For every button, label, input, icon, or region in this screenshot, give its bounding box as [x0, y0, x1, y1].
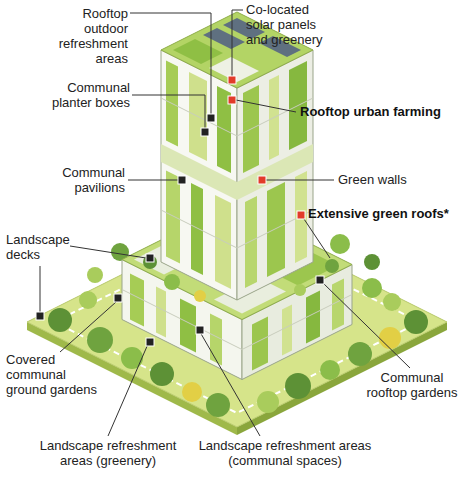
callout-label: Rooftop outdoor refreshment areas	[40, 6, 128, 66]
callout-label: Rooftop urban farming	[300, 104, 470, 119]
roof-tree	[325, 259, 339, 273]
black-marker	[196, 326, 204, 334]
green-panel	[306, 291, 320, 344]
callout-label: Communal pavilions	[40, 165, 125, 195]
leader-line	[70, 246, 146, 258]
tree	[257, 391, 279, 413]
black-marker	[114, 294, 122, 302]
leader-line	[200, 332, 260, 436]
black-marker	[36, 312, 44, 320]
callout-label: Co-located solar panels and greenery	[246, 2, 336, 47]
green-wall	[245, 196, 257, 288]
callout-label: Green walls	[338, 172, 438, 187]
leader-line	[40, 266, 41, 312]
tree	[150, 362, 174, 386]
tower	[161, 12, 313, 300]
callout-label: Landscape refreshment areas (greenery)	[28, 438, 188, 468]
leader-line	[266, 180, 334, 181]
leader-line	[232, 10, 243, 76]
tree	[379, 327, 401, 349]
tree	[79, 291, 97, 309]
tree	[206, 393, 230, 417]
leader-line	[108, 344, 148, 436]
leader-line	[130, 13, 211, 116]
black-marker	[146, 338, 154, 346]
tree	[404, 310, 428, 334]
tree	[364, 254, 380, 270]
green-panel	[130, 274, 144, 327]
tree	[285, 373, 311, 399]
solar-panel	[203, 28, 245, 49]
leader-line	[236, 100, 296, 112]
tree	[121, 347, 143, 369]
green-panel	[210, 314, 222, 366]
callout-label: Extensive green roofs*	[308, 206, 472, 221]
black-marker	[146, 254, 154, 262]
tree	[87, 267, 103, 283]
leader-line	[128, 180, 178, 181]
tree	[383, 293, 401, 311]
green-wall	[215, 195, 231, 289]
roof-tree	[143, 255, 157, 269]
green-panel	[282, 305, 292, 356]
roof-tree	[164, 274, 180, 290]
black-marker	[207, 114, 215, 122]
tree	[330, 234, 350, 254]
leader-lines	[40, 10, 410, 436]
tree	[320, 360, 340, 380]
tree	[87, 327, 113, 353]
leader-line	[304, 219, 330, 258]
tower-left-greenery	[161, 58, 237, 292]
green-panel	[332, 279, 344, 331]
callout-label: Communal planter boxes	[40, 80, 130, 110]
black-marker	[316, 276, 324, 284]
markers	[36, 76, 324, 346]
red-marker	[228, 96, 236, 104]
tree	[362, 278, 382, 298]
green-wall	[267, 182, 285, 277]
floor-line	[161, 210, 237, 248]
red-marker	[297, 211, 305, 219]
callout-label: Landscape refreshment areas (communal sp…	[196, 438, 374, 468]
roof-tree	[194, 290, 206, 302]
tower-right-greenery	[237, 58, 313, 292]
red-marker	[228, 76, 236, 84]
tree	[348, 342, 372, 366]
roof-tree	[294, 284, 306, 296]
green-wall	[295, 171, 307, 263]
leader-line	[132, 95, 205, 128]
callout-label: Communal rooftop gardens	[362, 370, 462, 400]
red-marker	[258, 176, 266, 184]
leader-line	[322, 282, 410, 368]
green-wall	[191, 183, 203, 275]
floor-line	[237, 210, 313, 248]
callout-label: Covered communal ground gardens	[6, 352, 101, 397]
tower-face	[161, 50, 237, 300]
tree	[48, 308, 72, 332]
leader-line	[60, 302, 116, 352]
black-marker	[178, 176, 186, 184]
black-marker	[201, 128, 209, 136]
green-panel	[156, 287, 166, 338]
tower-face	[237, 50, 313, 300]
roof-farm	[173, 39, 223, 64]
floor-line	[161, 98, 237, 136]
tree	[182, 382, 202, 402]
callout-label: Landscape decks	[6, 232, 78, 262]
